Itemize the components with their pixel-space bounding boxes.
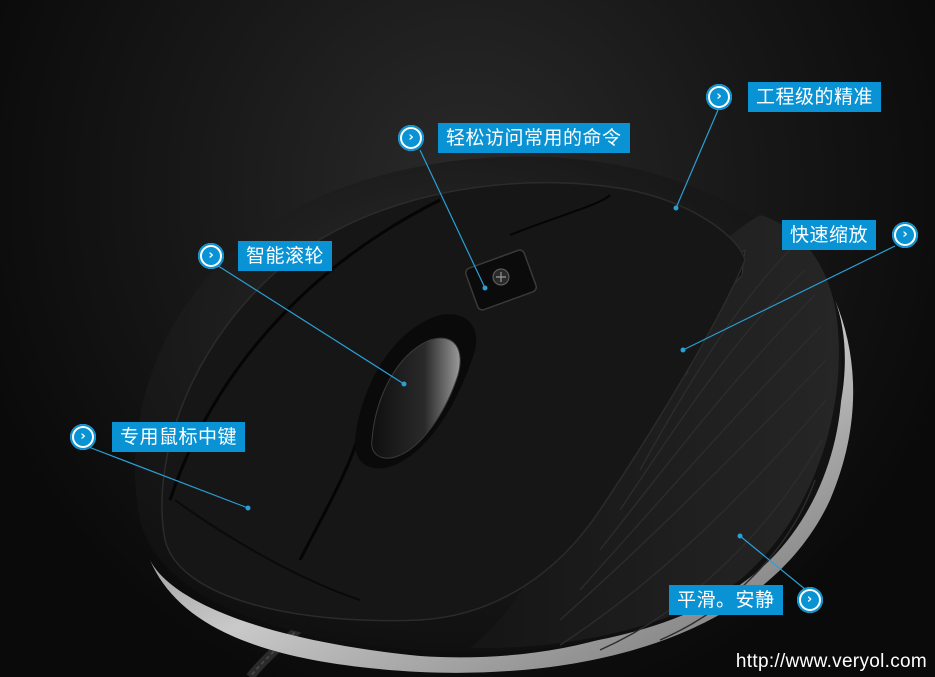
chevron-right-icon: ›: [892, 222, 919, 248]
callout-commands-label: 轻松访问常用的命令: [438, 123, 630, 153]
callout-precision-label: 工程级的精准: [748, 82, 882, 112]
chevron-right-icon: ›: [398, 125, 424, 151]
chevron-right-icon: ›: [198, 243, 224, 269]
callout-zoom-label: 快速缩放: [782, 220, 877, 250]
callout-wheel: › 智能滚轮: [198, 241, 333, 271]
callout-zoom: 快速缩放 ›: [782, 220, 919, 250]
callout-middle-key: › 专用鼠标中键: [70, 422, 246, 452]
callout-middle-key-label: 专用鼠标中键: [112, 422, 246, 452]
chevron-right-icon: ›: [70, 424, 96, 450]
scroll-wheel: [371, 337, 461, 459]
callout-smooth: 平滑。安静 ›: [669, 585, 823, 615]
callout-smooth-label: 平滑。安静: [669, 585, 783, 615]
grip-texture-lines: [559, 249, 827, 651]
leader-lines: [85, 109, 896, 591]
watermark-url: http://www.veryol.com: [735, 651, 927, 672]
chevron-right-icon: ›: [796, 587, 823, 613]
callout-commands: › 轻松访问常用的命令: [398, 123, 630, 153]
left-button-seam: [168, 198, 441, 501]
chevron-right-icon: ›: [706, 84, 732, 110]
callout-precision: › 工程级的精准: [706, 82, 882, 112]
callout-wheel-label: 智能滚轮: [238, 241, 333, 271]
